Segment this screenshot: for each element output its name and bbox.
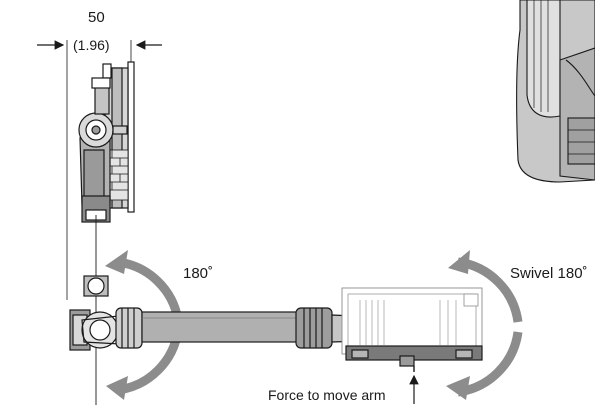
swivel-arrows xyxy=(446,250,523,400)
width-dimension-label: 50 xyxy=(88,9,105,26)
force-label: Force to move arm xyxy=(268,387,386,403)
rotation-label: 180˚ xyxy=(183,265,214,282)
hand-detail xyxy=(516,0,595,183)
mount-side-view xyxy=(78,61,135,223)
mount-top-view xyxy=(69,275,483,372)
swivel-label: Swivel 180˚ xyxy=(510,265,588,282)
width-dimension-inches-label: (1.96) xyxy=(73,37,110,53)
